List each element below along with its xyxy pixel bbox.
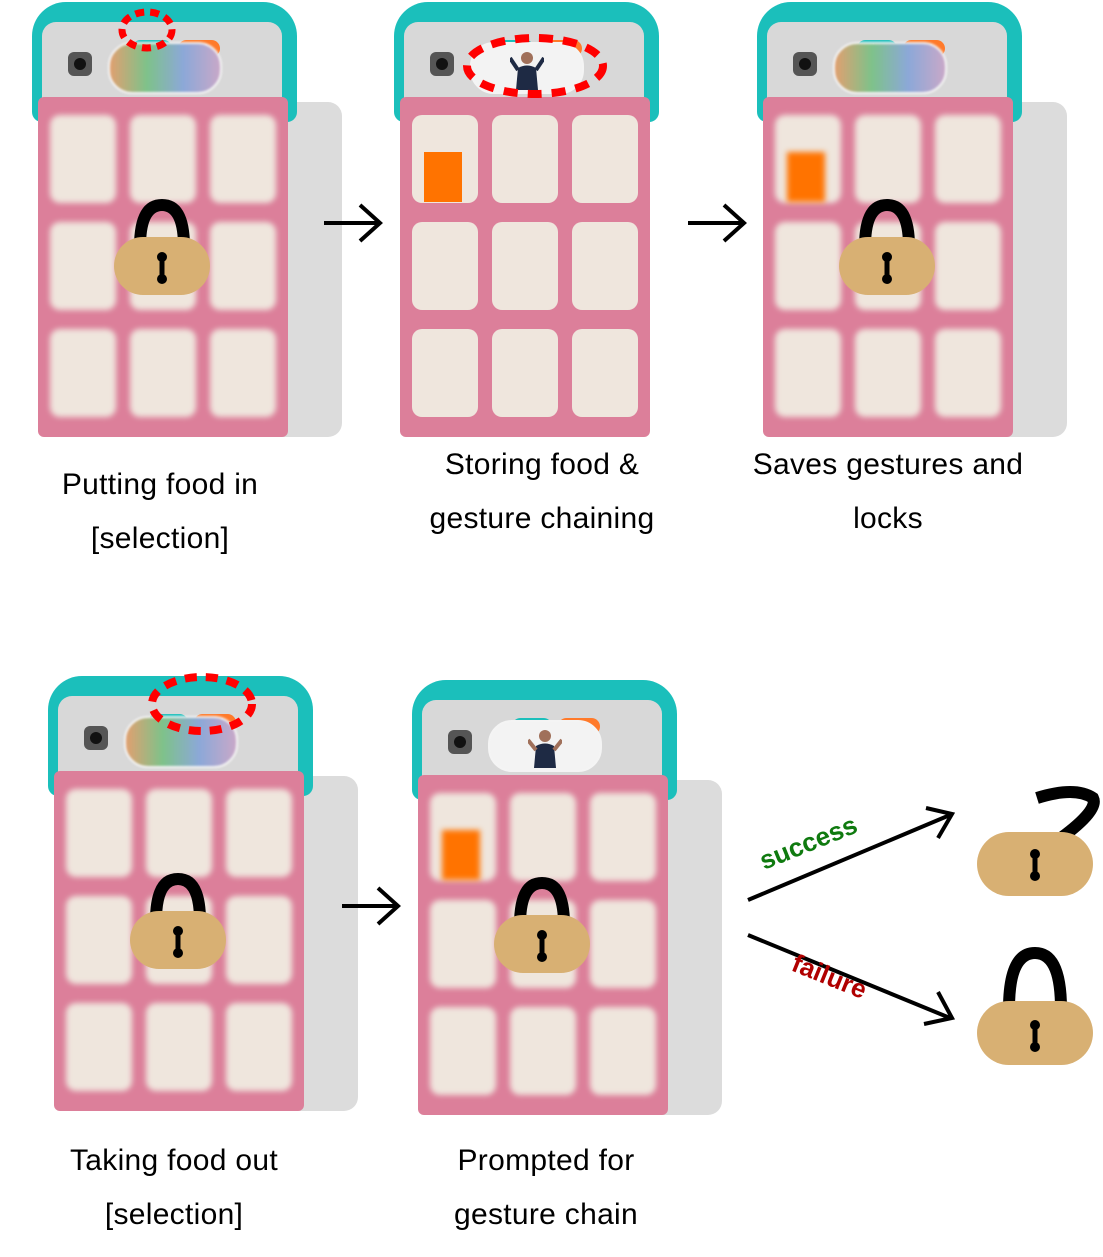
grid-cell	[935, 329, 1001, 417]
grid-cell	[210, 115, 276, 203]
grid-cell	[412, 329, 478, 417]
caption-line: locks	[853, 502, 923, 535]
step-caption: Taking food out [selection]	[34, 1134, 314, 1242]
unlocked-lock-icon	[977, 786, 1100, 896]
grid-cell	[130, 329, 196, 417]
grid-cell	[510, 793, 576, 881]
grid-cell	[935, 222, 1001, 310]
out-button-highlight	[148, 673, 256, 735]
grid-cell	[430, 900, 496, 988]
gesture-screen-highlight	[463, 34, 607, 98]
grid-cell	[430, 1007, 496, 1095]
grid-cell	[935, 115, 1001, 203]
caption-line: gesture chaining	[429, 502, 655, 535]
caption-line: Storing food &	[444, 448, 640, 481]
food-item	[787, 152, 825, 202]
success-label: success	[755, 809, 861, 875]
lock-icon	[114, 198, 210, 295]
grid-cell	[226, 789, 292, 877]
grid-cell	[775, 222, 841, 310]
grid-cell	[492, 222, 558, 310]
arrow-right-icon	[324, 203, 383, 243]
step-caption: Saves gestures and locks	[722, 438, 1054, 546]
camera-icon	[84, 726, 108, 750]
caption-line: Putting food in	[61, 468, 259, 501]
lock-icon	[839, 198, 935, 295]
arrow-right-icon	[688, 203, 747, 243]
grid-cell	[492, 329, 558, 417]
grid-cell	[572, 329, 638, 417]
device-saves-and-locks: in out	[757, 2, 1067, 442]
failure-arrowhead	[923, 991, 956, 1026]
grid-cell	[130, 115, 196, 203]
caption-line: Taking food out	[70, 1144, 278, 1177]
grid-cell	[590, 793, 656, 881]
grid-cell	[775, 329, 841, 417]
arrow-right-icon	[342, 886, 401, 926]
device-storing-food: in out	[394, 2, 704, 442]
grid-cell	[66, 1003, 132, 1091]
camera-icon	[448, 730, 472, 754]
grid-cell	[572, 115, 638, 203]
grid-cell	[412, 222, 478, 310]
grid-cell	[855, 329, 921, 417]
success-arrowhead	[925, 806, 956, 840]
grid-cell	[510, 1007, 576, 1095]
grid-cell	[572, 222, 638, 310]
lock-icon	[130, 872, 226, 969]
grid-cell	[226, 1003, 292, 1091]
camera-icon	[793, 52, 817, 76]
grid-cell	[146, 1003, 212, 1091]
storage-grid	[400, 97, 650, 437]
success-arrow	[747, 813, 951, 902]
person-gesture-icon	[510, 52, 544, 90]
caption-line: [selection]	[104, 1198, 244, 1231]
caption-line: Saves gestures and	[752, 448, 1024, 481]
grid-cell	[855, 115, 921, 203]
grid-cell	[492, 115, 558, 203]
step-caption: Putting food in [selection]	[20, 458, 300, 566]
step-caption: Prompted for gesture chain	[406, 1134, 686, 1242]
grid-cell	[590, 1007, 656, 1095]
gesture-screen	[833, 42, 947, 94]
grid-cell	[50, 222, 116, 310]
step-caption: Storing food & gesture chaining	[396, 438, 688, 546]
grid-cell	[226, 896, 292, 984]
grid-cell	[50, 115, 116, 203]
device-take-food-out: in out	[48, 673, 358, 1116]
failure-arrow	[747, 933, 951, 1020]
device-prompted-gesture: in out	[412, 680, 722, 1120]
in-button-highlight	[118, 8, 176, 52]
gesture-screen	[488, 720, 602, 772]
caption-line: Prompted for	[457, 1144, 635, 1177]
lock-icon	[494, 876, 590, 973]
food-item	[442, 830, 480, 880]
grid-cell	[210, 329, 276, 417]
camera-icon	[68, 52, 92, 76]
grid-cell	[50, 329, 116, 417]
caption-line: [selection]	[90, 522, 230, 555]
camera-icon	[430, 52, 454, 76]
locked-lock-icon	[977, 946, 1093, 1065]
person-gesture-icon	[528, 730, 562, 768]
gesture-screen	[124, 716, 238, 768]
grid-cell	[146, 789, 212, 877]
food-item	[424, 152, 462, 202]
grid-cell	[210, 222, 276, 310]
caption-line: gesture chain	[453, 1198, 639, 1231]
failure-label: failure	[788, 948, 872, 1005]
grid-cell	[66, 789, 132, 877]
grid-cell	[590, 900, 656, 988]
outcome-arrows: success failure	[747, 806, 956, 1026]
grid-cell	[66, 896, 132, 984]
device-put-food-in: in out	[32, 2, 342, 442]
